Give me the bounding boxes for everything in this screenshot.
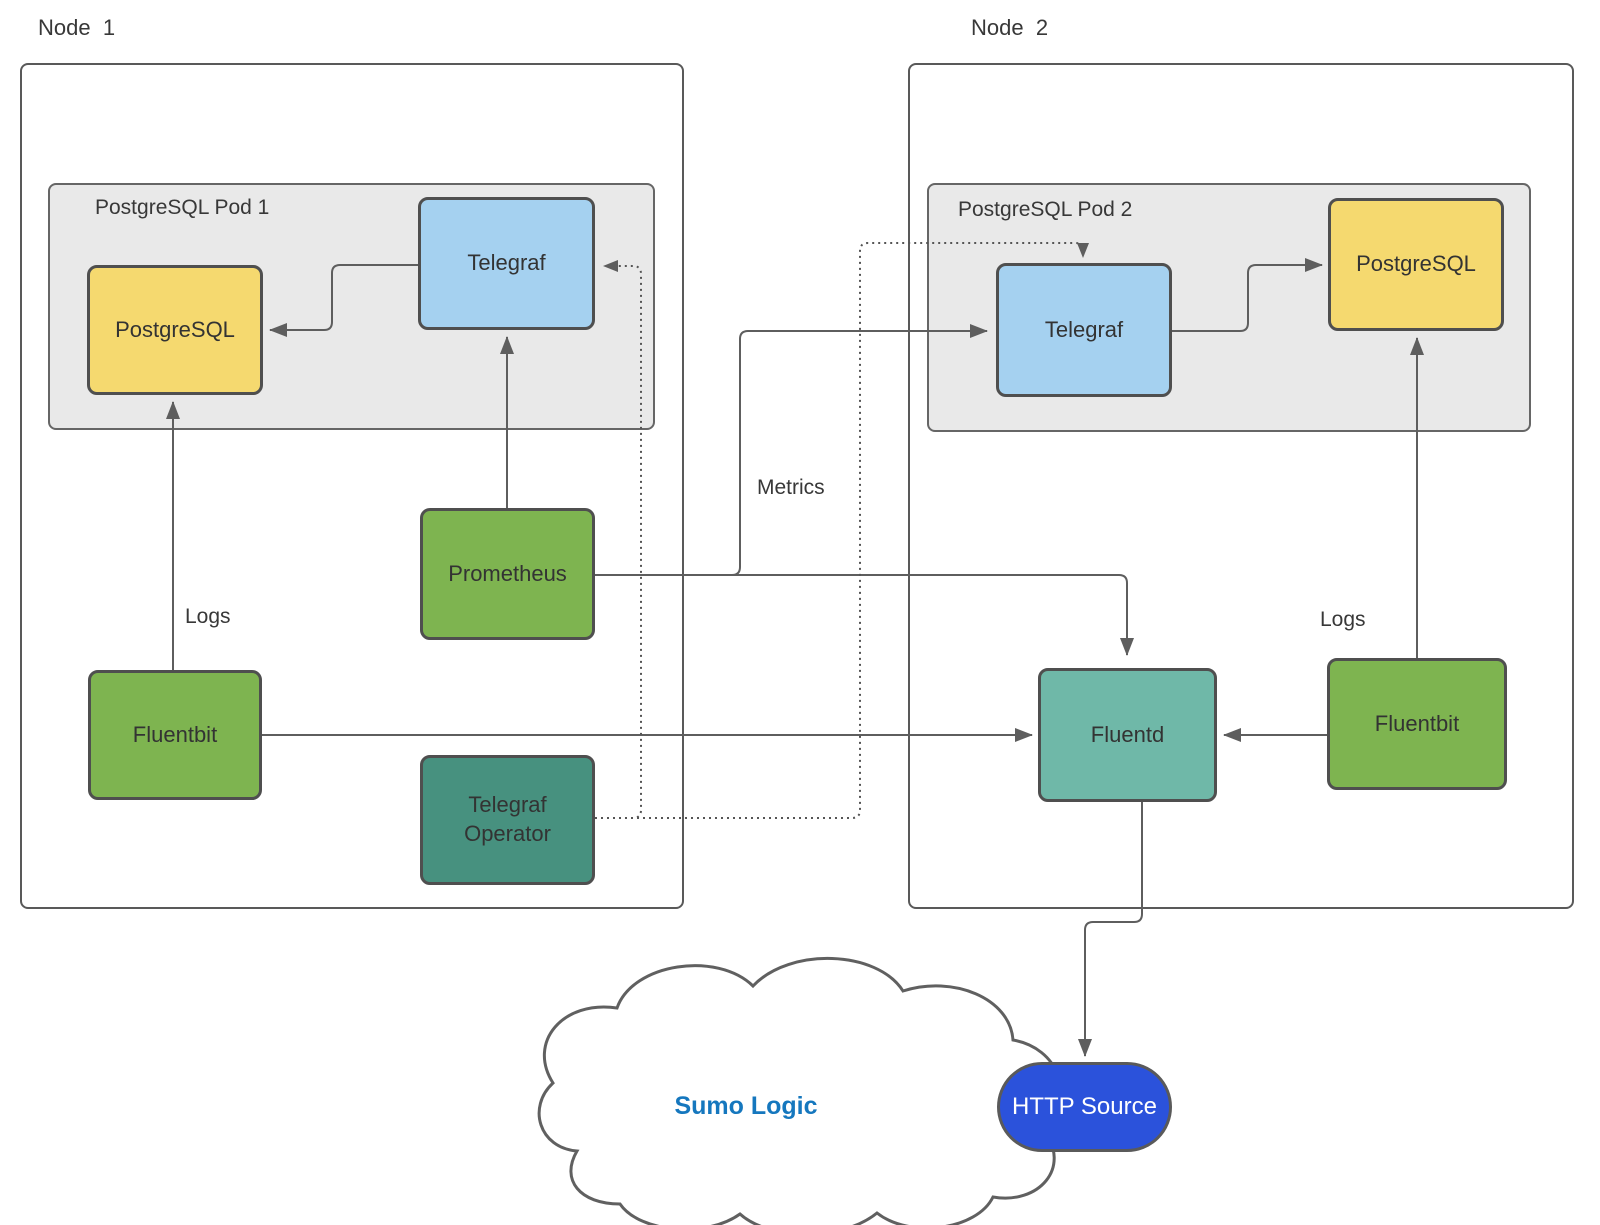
telegraf-operator-label: Telegraf Operator: [464, 792, 551, 846]
node1-label: Node 1: [38, 15, 116, 40]
fluentbit2-box: Fluentbit: [1327, 658, 1507, 790]
connector-telegraf1-to-postgresql1: [269, 264, 418, 337]
http-source-label: HTTP Source: [1012, 1093, 1157, 1120]
postgresql2-label: PostgreSQL: [1356, 251, 1476, 277]
pod2-title: PostgreSQL Pod 2: [958, 198, 1133, 221]
http-source-pill: HTTP Source: [997, 1062, 1172, 1152]
pod1-title: PostgreSQL Pod 1: [95, 196, 270, 219]
fluentbit2-label: Fluentbit: [1374, 710, 1460, 736]
telegraf2-label: Telegraf: [1044, 316, 1124, 342]
fluentd-box: Fluentd: [1038, 668, 1217, 802]
connector-telegraf2-to-postgresql2: [1172, 258, 1323, 332]
fluentbit1-box: Fluentbit: [88, 670, 262, 800]
prometheus-label: Prometheus: [448, 560, 567, 586]
fluentd-label: Fluentd: [1090, 721, 1165, 747]
postgresql1-label: PostgreSQL: [115, 316, 235, 342]
connector-prometheus-to-telegraf2-metrics: [731, 324, 988, 576]
connector-prometheus-to-fluentd-metrics: [595, 574, 1134, 656]
sumo-logic-label: Sumo Logic: [674, 1092, 818, 1120]
logs-label-left: Logs: [185, 605, 231, 628]
fluentbit1-label: Fluentbit: [132, 721, 218, 747]
logs-label-right: Logs: [1320, 608, 1366, 631]
postgresql2-box: PostgreSQL: [1328, 198, 1504, 331]
node2-label: Node 2: [971, 15, 1049, 40]
connector-operator-to-telegraf1-dotted: [595, 260, 642, 819]
metrics-label: Metrics: [757, 476, 825, 499]
connector-operator-to-telegraf2-dotted: [595, 242, 1089, 819]
postgresql1-box: PostgreSQL: [87, 265, 263, 395]
telegraf1-box: Telegraf: [418, 197, 595, 330]
telegraf1-label: Telegraf: [467, 250, 546, 276]
connector-fluentd-to-http-source: [1078, 802, 1143, 1057]
prometheus-box: Prometheus: [420, 508, 595, 640]
telegraf-operator-box: Telegraf Operator: [420, 755, 595, 885]
telegraf2-box: Telegraf: [996, 263, 1172, 397]
